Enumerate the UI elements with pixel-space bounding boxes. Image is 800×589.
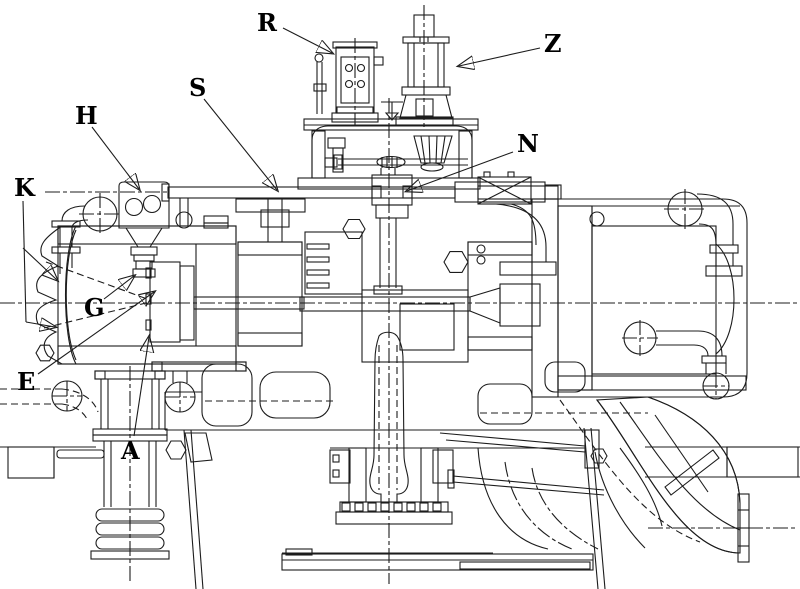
sight-glass <box>124 197 144 217</box>
baseplate <box>281 553 594 571</box>
center-block <box>161 171 648 427</box>
damper-handle <box>664 449 720 496</box>
pointer-arrow-S <box>203 98 277 190</box>
cylinder-head-ribs <box>35 225 77 365</box>
pedestal-flange <box>335 511 453 525</box>
right-cylinder <box>557 191 748 400</box>
label-N: N <box>517 129 539 158</box>
annotation-E: E <box>17 292 154 396</box>
pointer-arrow-E <box>37 292 154 375</box>
pedestal-column <box>348 447 367 503</box>
label-R: R <box>257 8 278 37</box>
gland-nut <box>443 251 469 273</box>
bed-frame <box>164 391 663 589</box>
worm-gear <box>376 155 406 169</box>
left-guide <box>237 241 303 347</box>
annotation-H: H <box>75 101 139 189</box>
exhaust-hidden-line <box>654 414 709 493</box>
valve-nut <box>371 174 413 206</box>
label-K: K <box>14 173 36 202</box>
pointer-arrow-H <box>91 126 139 189</box>
pointer-arrow-A <box>133 337 149 437</box>
annotation-R: R <box>257 8 332 53</box>
governor-box <box>313 41 384 123</box>
ground-left <box>0 446 105 479</box>
label-E: E <box>17 367 35 396</box>
rod-hanger <box>175 211 193 229</box>
annotations-layer: R Z S H K G E A N <box>14 8 562 465</box>
label-A: A <box>120 436 140 465</box>
ground-right <box>645 446 800 478</box>
bed-bolt <box>590 448 608 464</box>
lubricator-assembly <box>51 181 170 278</box>
pointer-arrow-G <box>103 276 134 300</box>
annotation-Z: Z <box>459 29 562 66</box>
lubricator-body <box>118 181 170 229</box>
valve-cylinder <box>407 42 445 88</box>
valve-cover <box>477 176 532 205</box>
center-pedestal <box>329 331 454 525</box>
pointer-arrow-Z <box>459 47 541 66</box>
cylinder-liner <box>591 225 717 375</box>
suction-pipe <box>0 370 170 560</box>
pedestal-column <box>420 447 439 503</box>
pointer-arrow-K <box>22 247 57 280</box>
label-Z: Z <box>544 29 562 58</box>
annotation-N: N <box>407 129 539 191</box>
bevel-gear <box>413 135 453 164</box>
bed-bolt <box>165 440 187 460</box>
head-nut <box>35 344 55 362</box>
pointer-arrow-K <box>25 322 55 327</box>
gland-nut <box>342 218 366 240</box>
label-G: G <box>84 293 105 322</box>
annotation-K: K <box>14 173 57 327</box>
pipe-support-bracket <box>56 449 105 459</box>
sight-glass <box>142 194 162 214</box>
pointer-line-K <box>22 200 27 323</box>
central-casting <box>361 289 469 363</box>
pointer-arrow-R <box>282 27 332 53</box>
label-S: S <box>189 73 206 102</box>
annotation-G: G <box>84 276 134 322</box>
crosshead <box>304 231 363 295</box>
centerlines <box>0 5 800 584</box>
label-H: H <box>75 101 98 130</box>
annotation-S: S <box>189 73 277 190</box>
annotation-A: A <box>120 337 149 465</box>
pointer-arrow-N <box>407 151 514 191</box>
pedestal-spindle <box>369 331 409 503</box>
